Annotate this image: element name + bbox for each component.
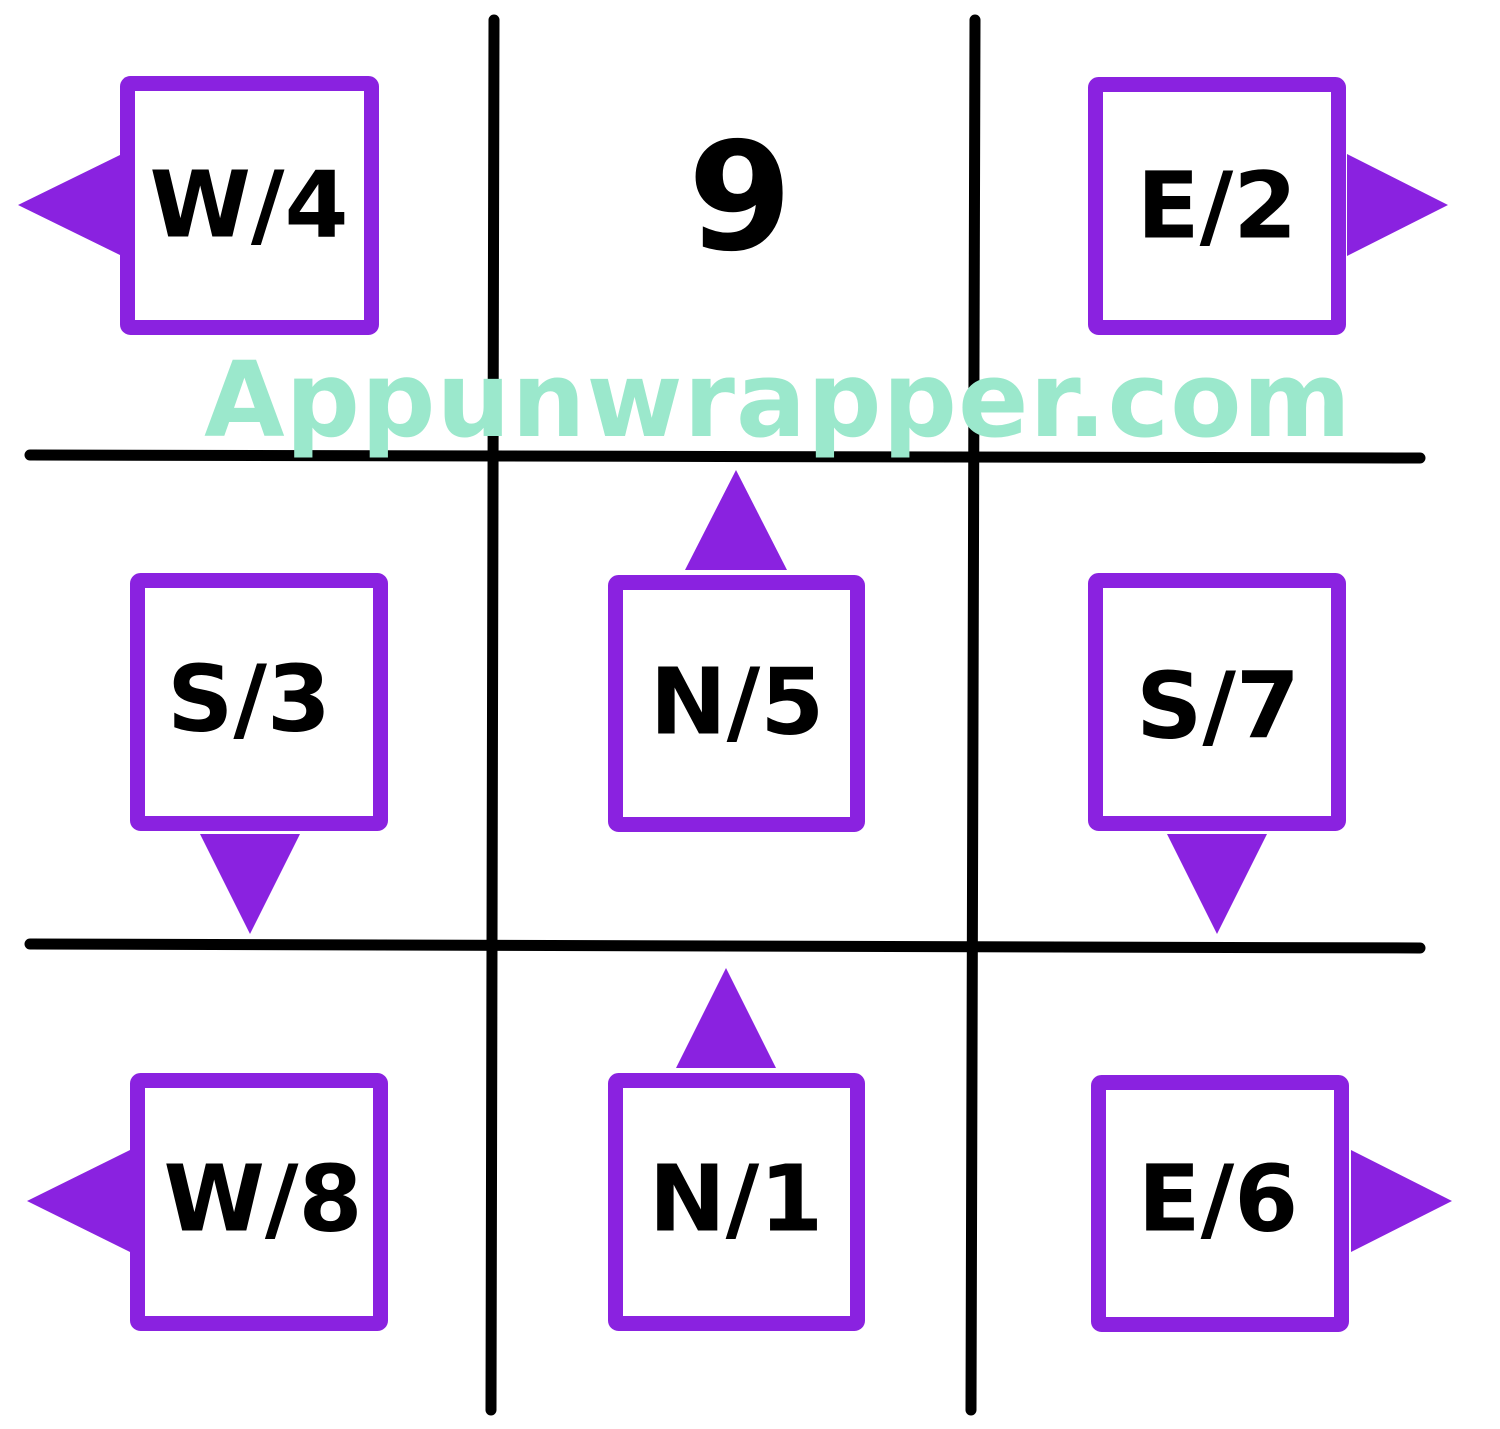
arrow-east-icon <box>1351 1150 1452 1252</box>
tile-frame <box>1091 1075 1349 1332</box>
arrow-north-icon <box>685 470 787 570</box>
tile-frame <box>120 76 379 335</box>
tile-bottom-right[interactable]: E/6 <box>1091 1075 1453 1332</box>
tile-frame <box>608 575 865 832</box>
watermark-text: Appunwrapper.com <box>204 339 1352 461</box>
arrow-north-icon <box>676 968 776 1068</box>
tile-label: N/5 <box>650 649 825 756</box>
tile-label: S/7 <box>1136 653 1300 760</box>
tile-frame <box>1088 77 1346 335</box>
grid-lines <box>24 14 1426 1416</box>
tile-top-right[interactable]: E/2 <box>1088 77 1449 335</box>
tile-middle-center[interactable]: N/5 <box>608 470 865 832</box>
tile-label: E/6 <box>1138 1146 1298 1253</box>
tile-frame <box>130 573 388 831</box>
tile-middle-right[interactable]: S/7 <box>1088 573 1346 935</box>
tile-label: W/4 <box>149 152 348 259</box>
tile-label: W/8 <box>163 1146 362 1253</box>
tile-label: S/3 <box>167 646 331 753</box>
tile-top-left[interactable]: W/4 <box>18 76 379 335</box>
tile-label: N/1 <box>649 1146 824 1253</box>
grid-line-vertical-right <box>965 14 981 1416</box>
tile-frame <box>608 1073 865 1331</box>
grid-line-horizontal-top <box>24 449 1426 464</box>
arrow-east-icon <box>1347 154 1448 256</box>
tile-frame <box>130 1073 388 1331</box>
arrow-south-icon <box>1167 834 1267 934</box>
arrow-west-icon <box>18 154 122 256</box>
arrow-west-icon <box>27 1150 130 1252</box>
arrow-south-icon <box>200 834 300 934</box>
tile-bottom-left[interactable]: W/8 <box>27 1073 388 1331</box>
center-number: 9 <box>688 111 792 285</box>
grid-line-horizontal-bottom <box>24 938 1426 954</box>
tile-frame <box>1088 573 1346 831</box>
tile-middle-left[interactable]: S/3 <box>130 573 388 935</box>
tile-bottom-center[interactable]: N/1 <box>608 968 865 1331</box>
tile-label: E/2 <box>1137 153 1297 260</box>
grid-line-vertical-left <box>485 14 500 1416</box>
